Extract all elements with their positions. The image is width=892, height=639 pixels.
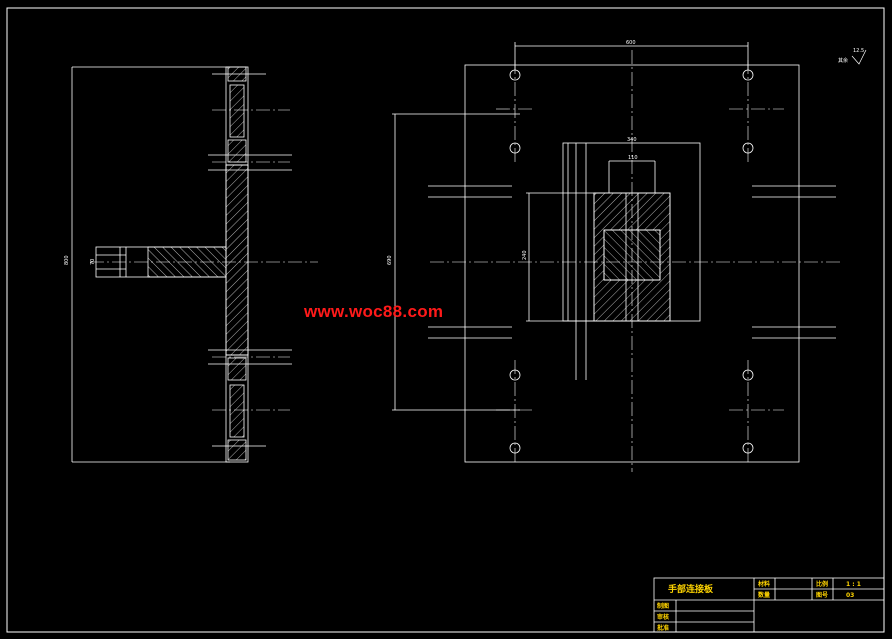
surface-roughness-value: 12.5 [853, 48, 864, 54]
inner-height-dim: 240 [522, 250, 528, 260]
title-block [653, 577, 885, 633]
watermark-text: www.woc88.com [304, 302, 444, 321]
drawing-border [6, 7, 885, 633]
scale-value: 1 : 1 [846, 581, 861, 588]
part-name: 手部连接板 [668, 583, 714, 595]
top-view-centerlines [430, 50, 842, 472]
drawn-label: 制图 [657, 602, 669, 610]
top-width-dim: 600 [626, 40, 636, 46]
right-height-dim: 690 [387, 255, 393, 265]
surface-roughness-label: 其余 [838, 57, 848, 64]
checked-label: 审核 [657, 613, 669, 621]
side-view [71, 66, 292, 463]
top-view [392, 42, 836, 463]
side-view-centerlines [90, 109, 318, 411]
shaft-dia-dim: 70 [90, 259, 96, 265]
left-height-dim: 800 [64, 255, 70, 265]
quantity-label: 数量 [758, 591, 770, 599]
drawing-no-label: 图号 [816, 591, 828, 599]
surface-roughness-mark [851, 49, 867, 65]
inner-width-dim: 340 [627, 137, 637, 143]
approved-label: 批准 [657, 624, 669, 632]
material-label: 材料 [757, 580, 770, 588]
drawing-no-value: 03 [846, 592, 854, 599]
small-width-dim: 110 [628, 155, 638, 161]
scale-label: 比例 [816, 580, 828, 588]
